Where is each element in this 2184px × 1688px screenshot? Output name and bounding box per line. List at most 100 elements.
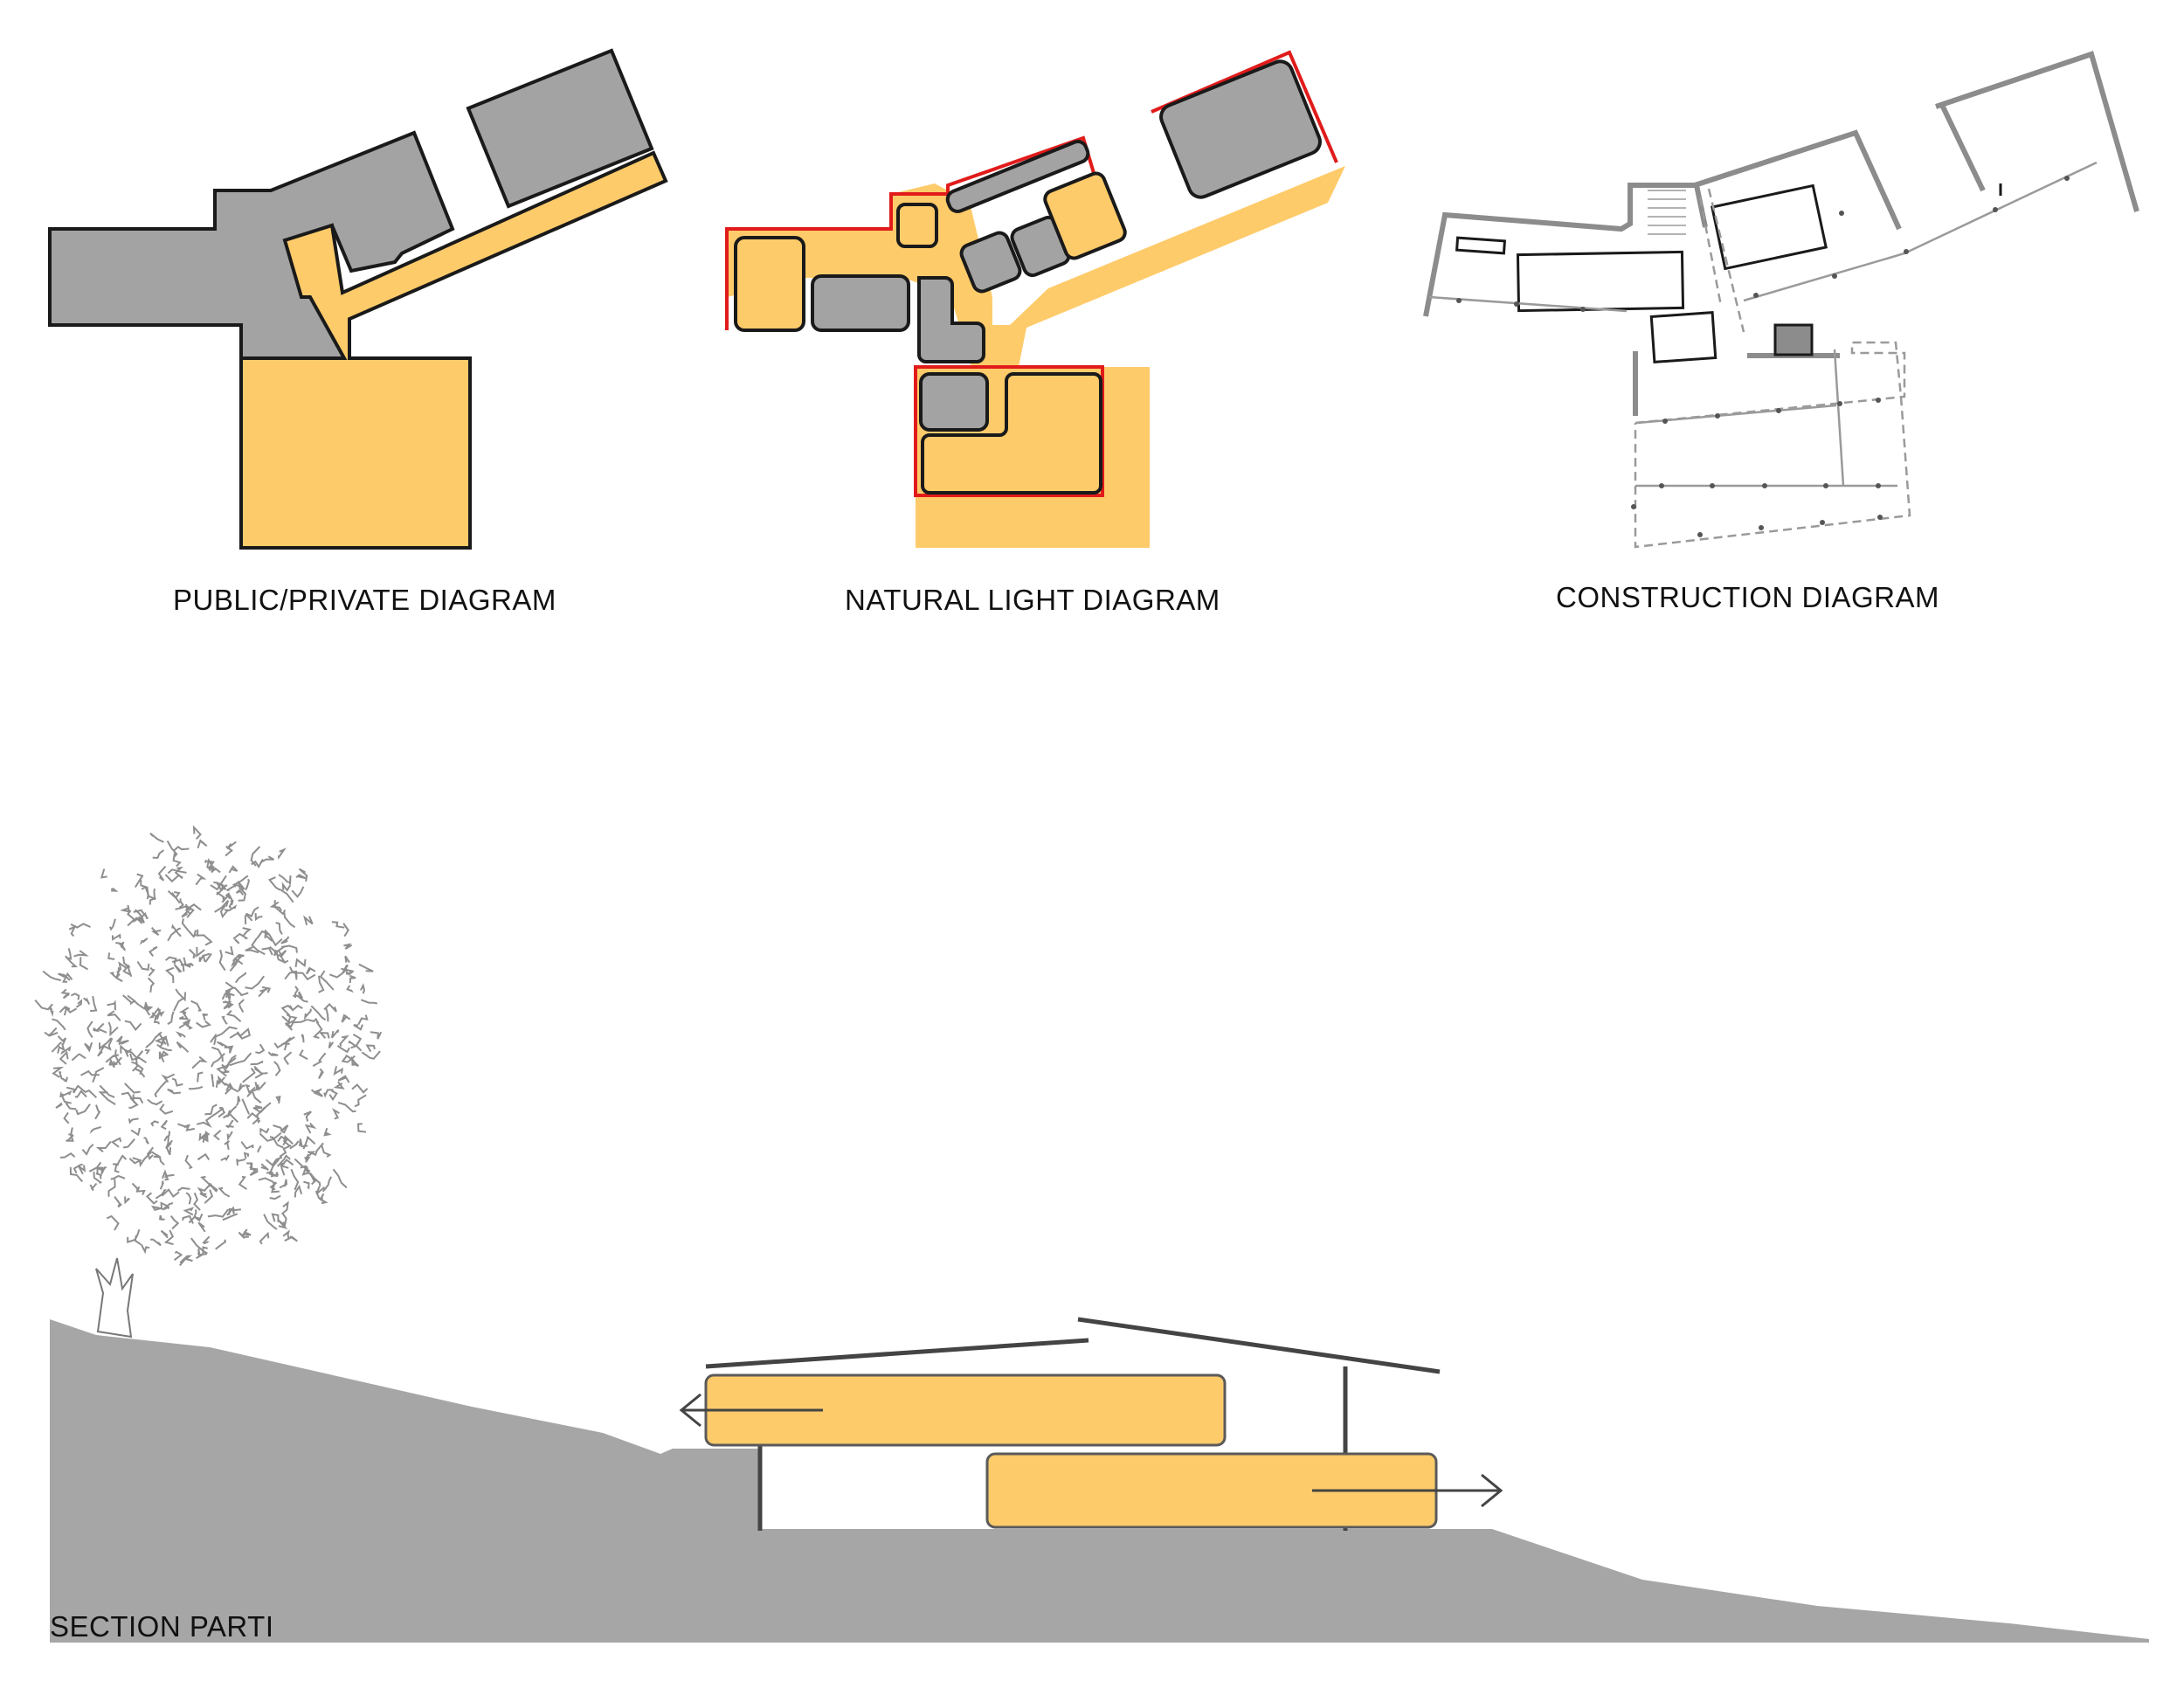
tree-leaf-scribble [328,1041,335,1048]
tree-trunk [95,1257,134,1339]
tree-leaf-scribble [143,1137,149,1145]
section-roofs [705,1317,1441,1374]
tree-leaf-scribble [232,953,245,962]
tree-leaf-scribble [237,881,245,890]
tree-leaf-scribble [318,1031,330,1039]
tree-leaf-scribble [161,1037,169,1047]
tree-leaf-scribble [351,1083,369,1094]
tree-leaf-scribble [93,1027,100,1033]
tree-leaf-scribble [370,1031,383,1040]
tree-leaf-scribble [289,1140,300,1150]
tree-leaf-scribble [258,1177,276,1186]
tree-leaf-scribble [294,1158,311,1175]
tree-leaf-scribble [94,1104,101,1120]
caption-natural-light: NATURAL LIGHT DIAGRAM [845,584,1220,616]
tree-leaf-scribble [234,938,240,944]
tree-leaf-scribble [167,927,181,942]
tree-leaf-scribble [184,903,202,915]
tree-leaf-scribble [118,1040,129,1045]
tree-leaf-scribble [107,952,115,960]
tree-leaf-scribble [299,1049,308,1061]
tree-leaf-scribble [157,1032,164,1048]
tree-leaf-scribble [122,1138,135,1149]
tree-leaf-scribble [318,975,325,993]
tree-leaf-scribble [278,953,289,964]
tree-icon [34,825,383,1339]
tree-leaf-scribble [59,1006,68,1016]
tree-leaf-scribble [354,1094,367,1108]
tree-leaf-scribble [218,949,226,972]
tree-leaf-scribble [210,875,227,891]
tree-leaf-scribble [226,1207,235,1216]
tree-leaf-scribble [342,923,350,937]
tree-leaf-scribble [350,1055,358,1066]
tree-leaf-scribble [220,883,227,891]
tree-leaf-scribble [259,855,274,863]
tree-leaf-scribble [303,1180,310,1190]
tree-leaf-scribble [261,986,271,993]
tree-leaf-scribble [323,1002,337,1013]
grid-south-outline [1634,341,1911,549]
tree-leaf-scribble [240,1141,254,1150]
tree-leaf-scribble [114,1049,121,1066]
tree-leaf-scribble [216,1066,229,1075]
tree-leaf-scribble [115,941,125,948]
tree-leaf-scribble [252,1102,272,1114]
tree-leaf-scribble [74,1090,87,1098]
tree-leaf-scribble [58,972,71,981]
tree-leaf-scribble [312,1020,323,1039]
tree-leaf-scribble [69,1166,84,1183]
tree-leaf-scribble [284,1235,298,1242]
tree-leaf-scribble [319,970,335,991]
tree-leaf-scribble [256,929,270,939]
tree-leaf-scribble [159,1050,169,1059]
tree-leaf-scribble [228,1207,242,1215]
tree-leaf-scribble [318,1068,324,1079]
tree-leaf-scribble [70,923,91,929]
tree-leaf-scribble [60,988,71,999]
tree-leaf-scribble [238,886,246,902]
tree-leaf-scribble [236,1159,246,1166]
tree-leaf-scribble [280,1200,289,1215]
construction-diagram [1423,51,2139,549]
light-room-strip [945,140,1090,213]
tree-leaf-scribble [191,1055,208,1069]
tree-leaf-scribble [228,899,234,909]
tree-leaf-scribble [116,961,128,973]
tree-leaf-scribble [49,1007,54,1017]
tree-leaf-scribble [299,1138,308,1148]
tree-leaf-scribble [123,969,133,978]
tree-leaf-scribble [66,1084,79,1094]
tree-leaf-scribble [218,1075,226,1086]
tree-leaf-scribble [182,1019,193,1030]
tree-leaf-scribble [238,1175,248,1190]
tree-leaf-scribble [107,1179,116,1197]
tree-leaf-scribble [107,1000,116,1011]
tree-leaf-scribble [135,1186,146,1196]
tree-leaf-scribble [241,1098,251,1115]
tree-leaf-scribble [90,996,98,1013]
tree-leaf-scribble [283,1051,293,1065]
tree-leaf-scribble [65,1103,77,1110]
tree-leaf-scribble [346,985,354,993]
tree-leaf-scribble [77,1085,98,1099]
tree-leaf-scribble [257,1145,262,1153]
tree-leaf-scribble [95,1173,102,1180]
tree-leaf-scribble [100,868,107,879]
tree-leaf-scribble [309,1173,317,1186]
tree-leaf-scribble [358,963,374,972]
tree-leaf-scribble [222,1213,238,1221]
tree-leaf-scribble [261,947,273,956]
tree-leaf-scribble [110,888,119,892]
tree-leaf-scribble [280,936,290,944]
tree-leaf-scribble [178,898,184,909]
tree-leaf-scribble [290,1168,300,1191]
tree-leaf-scribble [115,1035,123,1043]
tree-leaf-scribble [197,1071,204,1083]
tree-leaf-scribble [265,1156,283,1166]
private-zone-detached [466,48,654,209]
tree-leaf-scribble [315,1186,327,1195]
tree-leaf-scribble [42,970,62,981]
tree-leaf-scribble [185,1192,192,1205]
tree-leaf-scribble [321,1145,332,1158]
